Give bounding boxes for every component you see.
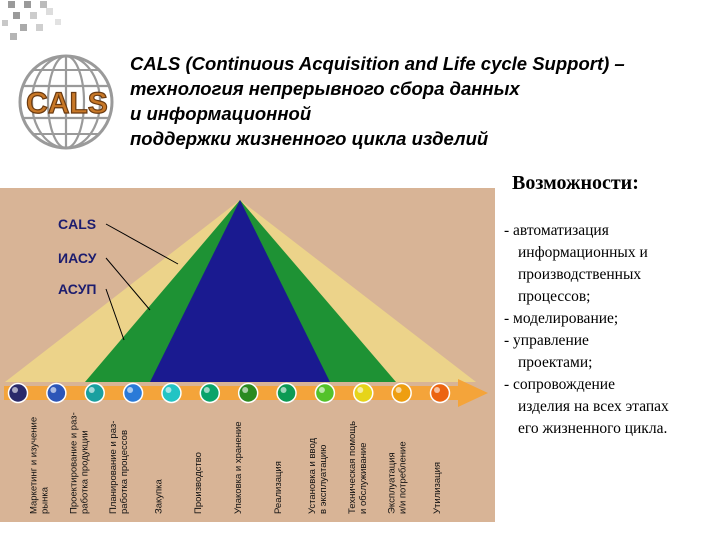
decorative-squares <box>2 1 61 40</box>
stage-label: Упаковка и хранение <box>233 421 244 514</box>
stage-marker-highlight <box>88 387 95 393</box>
pointer-line-iasu <box>105 257 151 311</box>
stage-label: работка процессов <box>119 430 130 514</box>
pyramid-inner-layer <box>150 200 330 382</box>
stage-label: работка продукции <box>79 430 90 514</box>
capability-line: - сопровождение <box>504 376 615 393</box>
stage-marker-highlight <box>318 387 325 393</box>
page-title: CALS (Continuous Acquisition and Life cy… <box>130 51 720 151</box>
stage-label: Закупка <box>153 478 164 514</box>
pointer-line-cals <box>105 223 179 265</box>
stage-marker-highlight <box>203 387 210 393</box>
stage-marker <box>276 382 297 404</box>
stage-label: Планирование и раз- <box>108 421 119 514</box>
title-line: поддержки жизненного цикла изделий <box>130 128 489 149</box>
stage-label: Техническая помощь <box>347 421 358 514</box>
capability-line: - управление <box>504 332 589 349</box>
title-line: и информационной <box>130 103 312 124</box>
pointer-line-asup <box>105 288 125 341</box>
stage-label: Проектирование и раз- <box>68 412 79 514</box>
label-asup: АСУП <box>58 281 96 297</box>
label-iasu: ИАСУ <box>58 250 97 266</box>
stage-marker <box>84 382 105 404</box>
stage-marker-highlight <box>280 387 287 393</box>
stage-label: рынка <box>40 486 51 514</box>
lifecycle-stage-markers <box>7 382 451 404</box>
stage-marker <box>46 382 67 404</box>
capability-line: производственных <box>518 266 642 283</box>
stage-label: Производство <box>193 452 204 514</box>
stage-marker-highlight <box>12 387 18 393</box>
capability-line: его жизненного цикла. <box>518 420 668 437</box>
label-cals: CALS <box>58 216 96 232</box>
cals-logo: CALS <box>18 54 114 150</box>
stage-marker-highlight <box>50 387 57 393</box>
capability-line: процессов; <box>518 288 591 305</box>
capability-line: изделия на всех этапах <box>518 398 669 415</box>
stage-marker <box>314 382 336 404</box>
title-line: технология непрерывного сбора данных <box>130 78 520 99</box>
stage-label: Маркетинг и изучение <box>29 417 40 514</box>
stage-label: в эксплуатацию <box>318 445 329 514</box>
stage-marker <box>353 382 374 404</box>
stage-label: и обслуживание <box>358 443 369 514</box>
stage-label: Эксплуатация <box>387 452 398 514</box>
stage-marker <box>161 382 182 404</box>
stage-marker-highlight <box>357 387 364 393</box>
capability-line: - автоматизация <box>504 222 609 239</box>
stage-marker-highlight <box>242 387 249 393</box>
stage-marker <box>391 382 412 404</box>
stage-label: Реализация <box>273 461 284 514</box>
stage-label: и/и потребление <box>398 441 409 514</box>
stage-marker <box>237 382 259 404</box>
stage-marker <box>7 382 29 404</box>
cals-logo-text: CALS <box>26 87 108 120</box>
capability-line: проектами; <box>518 354 593 371</box>
title-line: CALS (Continuous Acquisition and Life cy… <box>130 53 625 74</box>
capabilities-heading: Возможности: <box>512 172 639 194</box>
stage-marker-highlight <box>127 387 134 393</box>
stage-label: Утилизация <box>432 462 443 514</box>
capability-line: информационных и <box>518 244 648 261</box>
stage-marker <box>429 382 451 404</box>
capabilities-list: - автоматизация информационных и производс… <box>504 220 718 440</box>
stage-marker <box>122 382 144 404</box>
stage-label: Установка и ввод <box>307 437 318 514</box>
stage-marker <box>199 382 221 404</box>
capability-line: - моделирование; <box>504 310 619 327</box>
stage-marker-highlight <box>165 387 172 393</box>
stage-marker-highlight <box>395 387 402 393</box>
stage-marker-highlight <box>434 387 440 393</box>
